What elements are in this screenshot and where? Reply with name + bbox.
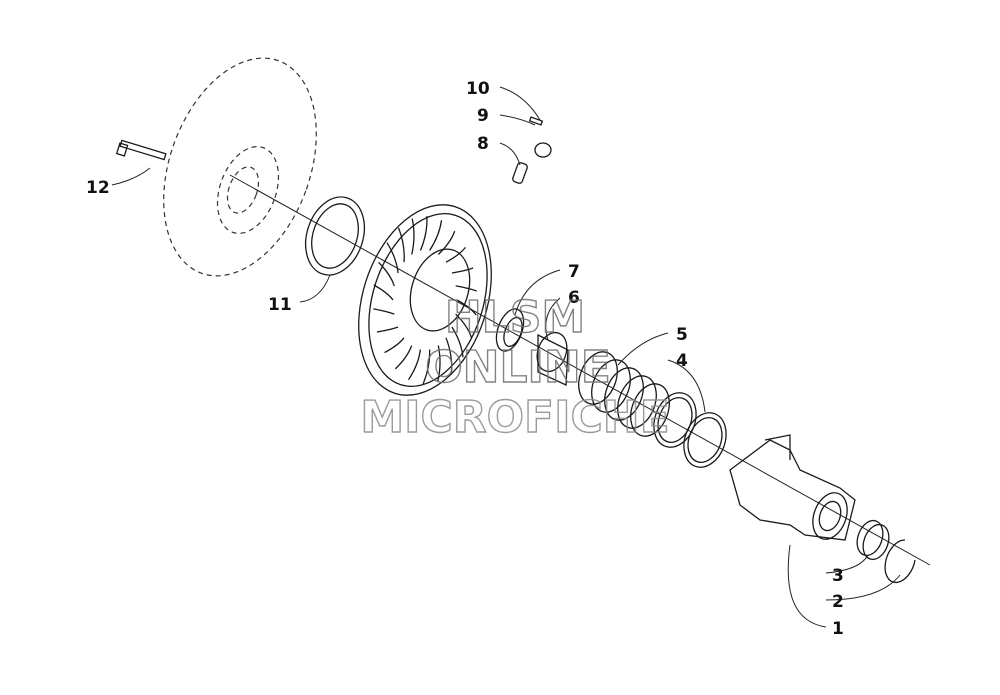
roller-part-8 bbox=[512, 162, 528, 184]
callout-9: 9 bbox=[477, 106, 489, 126]
snap-ring-part-2 bbox=[884, 539, 916, 584]
sheave-fin bbox=[451, 267, 474, 274]
spring-coil bbox=[604, 367, 644, 421]
watermark-line-3: MICROFICHE bbox=[360, 392, 669, 443]
sheave-fin bbox=[384, 337, 405, 354]
sheave-fin bbox=[411, 218, 415, 255]
watermark-line-2: ONLINE bbox=[425, 342, 611, 393]
callout-7: 7 bbox=[568, 262, 580, 282]
sheave-fin bbox=[445, 337, 453, 373]
spring-coil bbox=[591, 359, 631, 413]
sheave-fin bbox=[445, 246, 467, 263]
sheave-fin bbox=[455, 313, 473, 338]
fixed-sheave bbox=[163, 57, 317, 277]
sheave-fin bbox=[378, 261, 395, 287]
pin-part-9 bbox=[534, 142, 552, 158]
bolt-part-12 bbox=[115, 139, 167, 161]
callout-6: 6 bbox=[568, 288, 580, 308]
sheave-fin bbox=[373, 284, 394, 301]
sheave-fin bbox=[429, 220, 443, 251]
sheave-fin bbox=[373, 308, 395, 315]
sheave-fin bbox=[455, 285, 477, 292]
movable-sheave bbox=[358, 204, 492, 396]
spacer-rings-part-4 bbox=[653, 392, 727, 468]
sheave-fin bbox=[376, 326, 399, 333]
sleeve-part-6 bbox=[536, 331, 569, 386]
callout-12: 12 bbox=[86, 178, 110, 198]
callout-labels: 10 9 8 12 11 7 6 5 4 3 2 1 bbox=[86, 79, 844, 639]
shaft-axis bbox=[229, 174, 931, 566]
clip-part-10 bbox=[528, 116, 544, 126]
spring-coil bbox=[630, 383, 670, 437]
watermark-line-1: HLSM bbox=[445, 292, 585, 343]
watermark: HLSM ONLINE MICROFICHE bbox=[360, 291, 671, 443]
callout-4: 4 bbox=[676, 351, 688, 371]
spring-part-5 bbox=[578, 351, 670, 437]
spring-coil bbox=[578, 351, 618, 405]
callout-10: 10 bbox=[466, 79, 490, 99]
callout-2: 2 bbox=[832, 592, 844, 612]
sheave-fin bbox=[451, 326, 464, 358]
callout-11: 11 bbox=[268, 295, 292, 315]
spring-coil bbox=[617, 375, 657, 429]
callout-5: 5 bbox=[676, 325, 688, 345]
sheave-fin bbox=[386, 242, 399, 274]
cam-helix-part-1 bbox=[729, 434, 856, 541]
sheave-fin bbox=[422, 349, 431, 385]
callout-8: 8 bbox=[477, 134, 489, 154]
bearing-part-3 bbox=[856, 519, 890, 561]
sheave-fin bbox=[394, 345, 413, 370]
callout-3: 3 bbox=[832, 566, 844, 586]
sheave-fin bbox=[419, 216, 428, 251]
sheave-fin bbox=[437, 345, 441, 382]
sheave-fin bbox=[407, 349, 422, 381]
callout-1: 1 bbox=[832, 619, 844, 639]
bushing-part-7 bbox=[495, 308, 525, 352]
sheave-fin bbox=[437, 230, 456, 255]
leader-lines bbox=[111, 86, 901, 628]
sheave-fin bbox=[397, 227, 405, 263]
gasket-part-11 bbox=[304, 196, 366, 276]
sheave-fin bbox=[456, 299, 477, 316]
